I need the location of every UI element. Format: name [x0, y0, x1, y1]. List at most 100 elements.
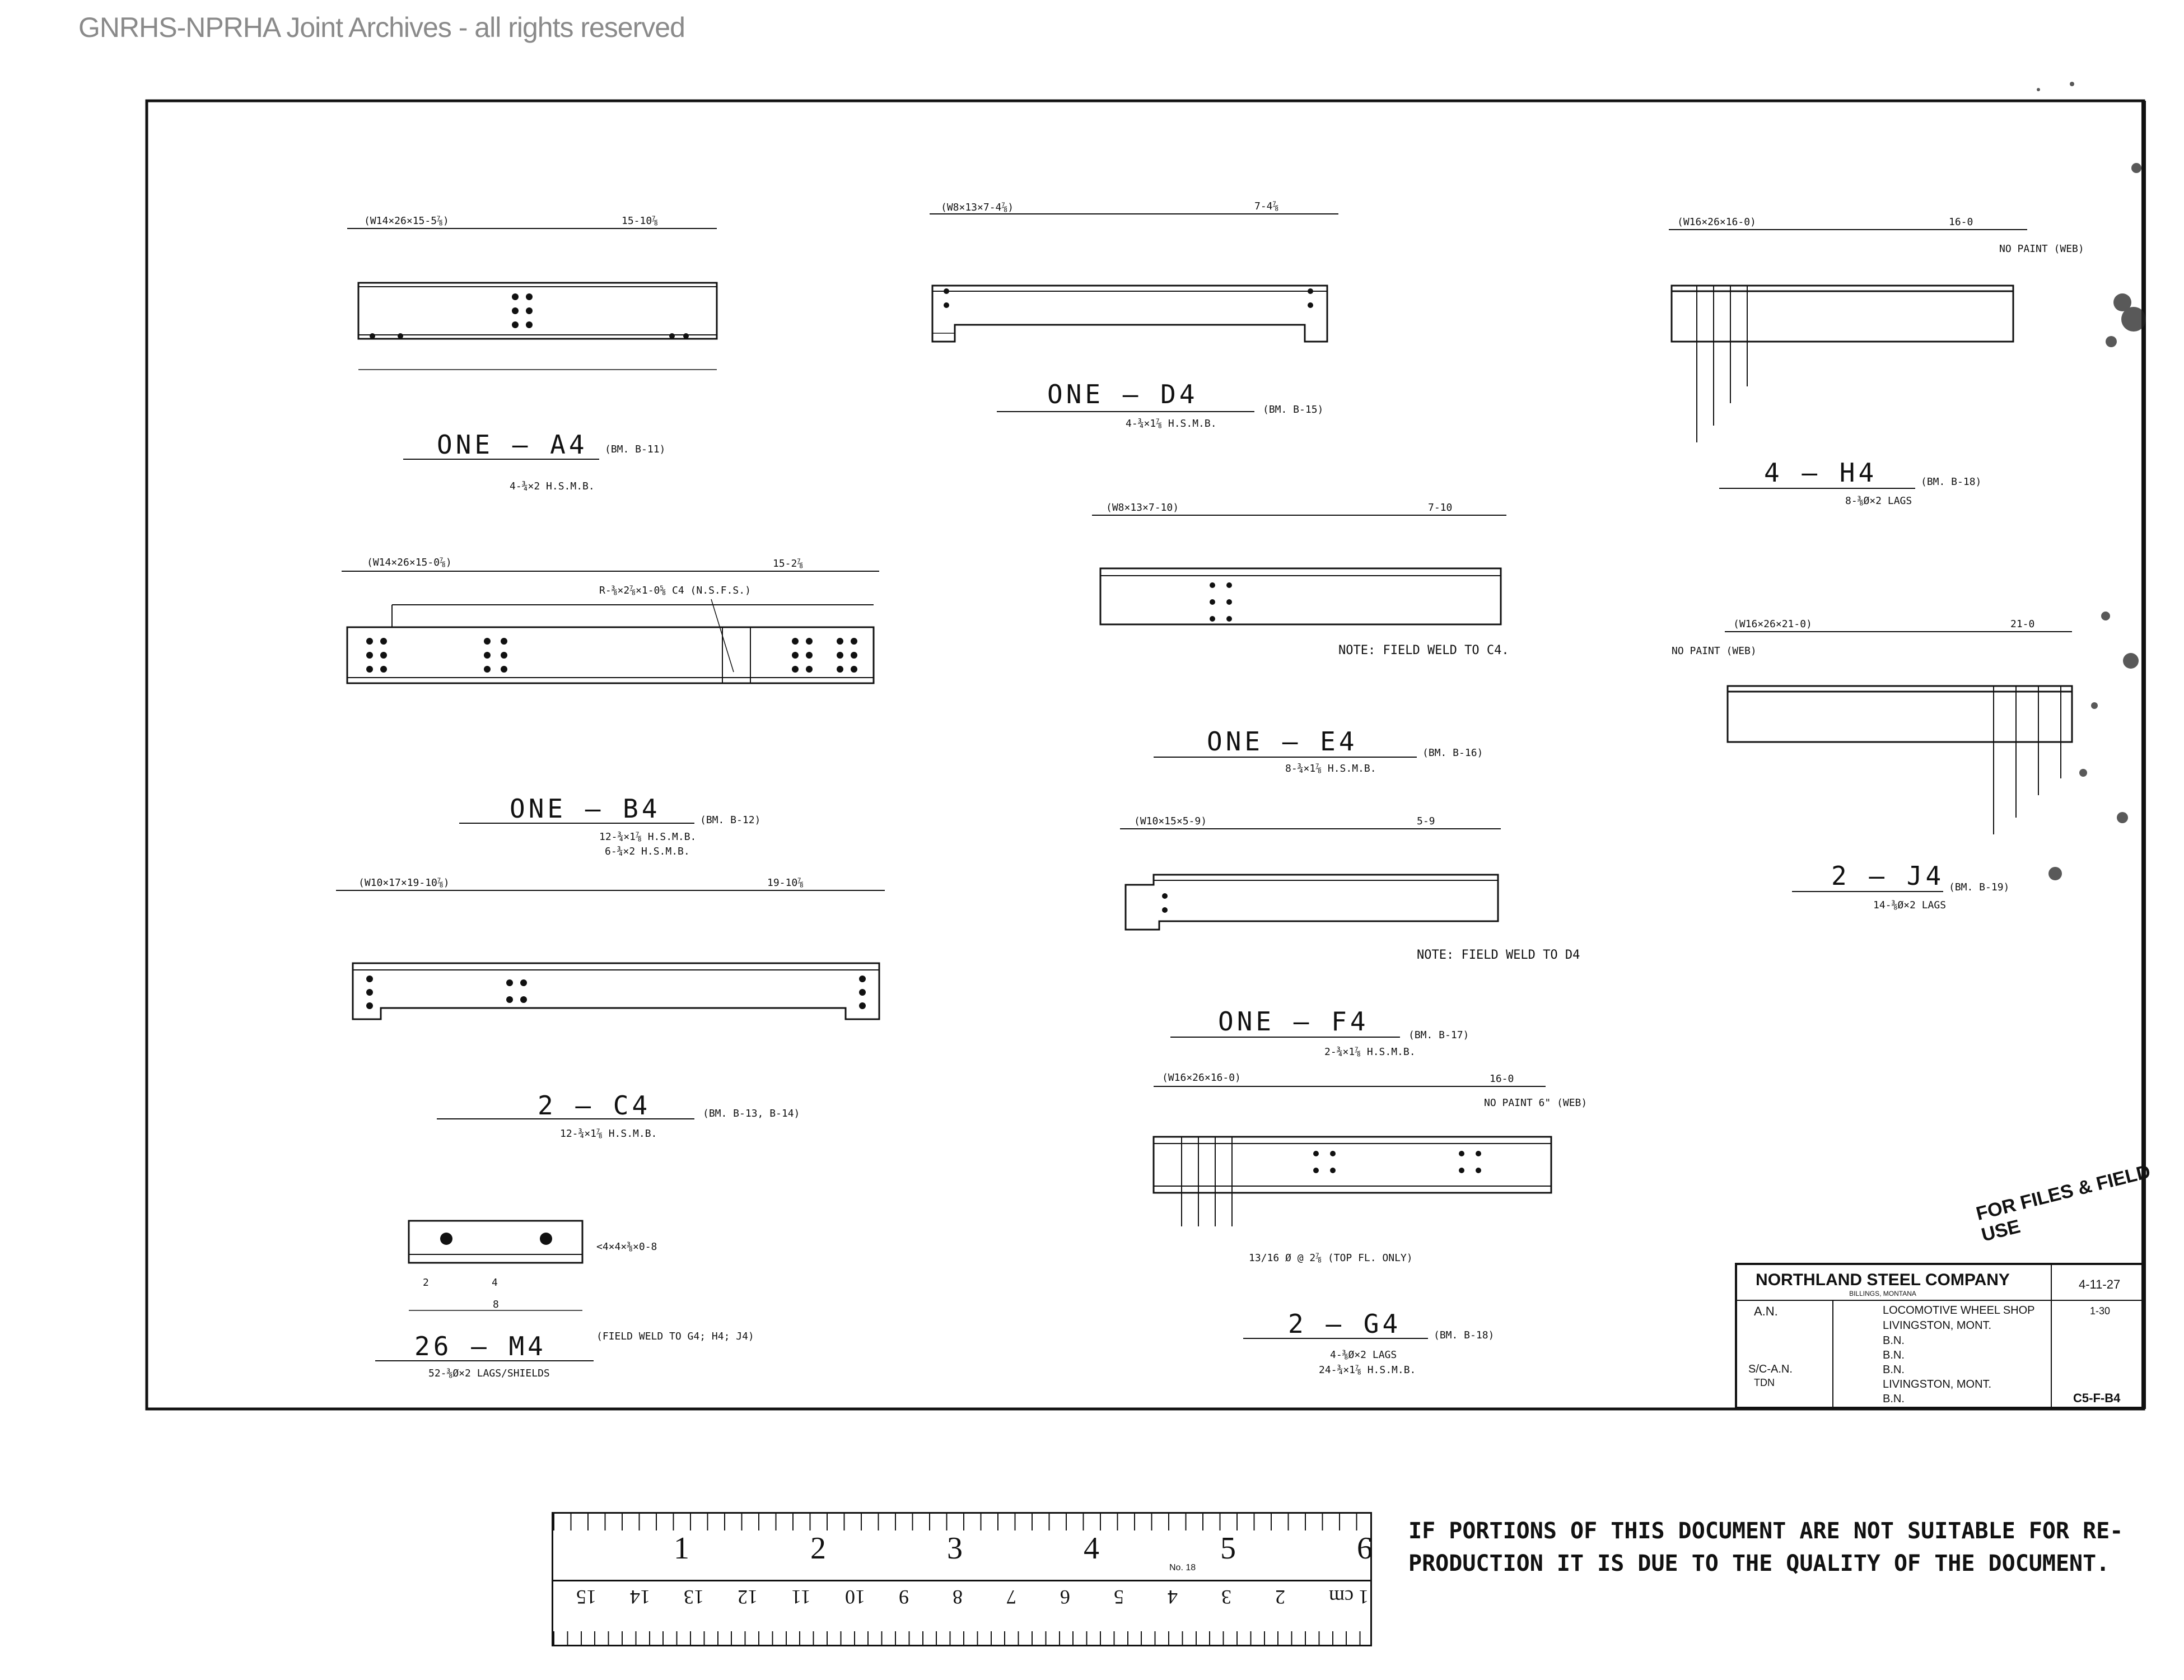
part-h4: (W16×26×16-0) 16-0 NO PAINT (WEB) 4 — H4…	[1669, 216, 2084, 507]
part-j4: (W16×26×21-0) 21-0 NO PAINT (WEB) 2 — J4…	[1672, 618, 2073, 911]
svg-text:ONE — F4: ONE — F4	[1218, 1006, 1369, 1037]
svg-text:(BM. B-16): (BM. B-16)	[1422, 747, 1483, 759]
svg-text:(BM. B-18): (BM. B-18)	[1434, 1329, 1494, 1341]
inch-label: 4	[1084, 1531, 1099, 1566]
part-e4: (W8×13×7-10) 7-10 NOTE: FIELD WELD TO C4…	[1092, 502, 1509, 774]
svg-text:21-0: 21-0	[2010, 618, 2034, 630]
svg-text:ONE — D4: ONE — D4	[1047, 379, 1198, 409]
svg-text:NO PAINT (WEB): NO PAINT (WEB)	[1672, 645, 1757, 657]
ruler-model: No. 18	[1169, 1563, 1196, 1572]
part-b4: (W14×26×15-0⅞) 15-2⅞ R-⅜×2⅞×1-0⅝ C4 (N.S…	[342, 557, 879, 857]
svg-text:7-4⅞: 7-4⅞	[1254, 200, 1278, 212]
cm-label: 9	[899, 1586, 909, 1608]
architect: B.N.	[1883, 1364, 1905, 1376]
svg-text:16-0: 16-0	[1949, 216, 1973, 228]
svg-text:(W10×15×5-9): (W10×15×5-9)	[1134, 815, 1207, 827]
cm-label: 3	[1221, 1586, 1231, 1608]
company-name: NORTHLAND STEEL COMPANY	[1756, 1271, 2010, 1289]
svg-text:8-⅜Ø×2 LAGS: 8-⅜Ø×2 LAGS	[1845, 495, 1912, 507]
date-secondary: 1-30	[2090, 1305, 2111, 1317]
svg-text:(W14×26×15-5⅞): (W14×26×15-5⅞)	[364, 215, 449, 227]
inch-label: 2	[810, 1531, 826, 1566]
inch-label: 3	[947, 1531, 963, 1566]
sheet-number: C5-F-B4	[2073, 1391, 2121, 1405]
reproduction-disclaimer: IF PORTIONS OF THIS DOCUMENT ARE NOT SUI…	[1408, 1515, 2176, 1588]
svg-text:2 — C4: 2 — C4	[538, 1090, 651, 1121]
project-city: LIVINGSTON, MONT.	[1883, 1319, 1992, 1332]
cm-label: 14	[630, 1586, 650, 1608]
svg-text:ONE — B4: ONE — B4	[510, 794, 661, 824]
engineer: B.N.	[1883, 1349, 1905, 1361]
svg-text:<4×4×⅜×0-8: <4×4×⅜×0-8	[596, 1241, 657, 1253]
svg-text:R-⅜×2⅞×1-0⅝ C4 (N.S.F.S.): R-⅜×2⅞×1-0⅝ C4 (N.S.F.S.)	[599, 585, 751, 596]
svg-text:(BM. B-15): (BM. B-15)	[1263, 404, 1323, 416]
inch-label: 5	[1220, 1531, 1236, 1566]
svg-text:5-9: 5-9	[1417, 815, 1435, 827]
svg-text:12-¾×1⅞ H.S.M.B.: 12-¾×1⅞ H.S.M.B.	[560, 1128, 657, 1140]
svg-text:8-¾×1⅞ H.S.M.B.: 8-¾×1⅞ H.S.M.B.	[1285, 763, 1376, 774]
svg-text:13/16 Ø @ 2⅞ (TOP FL. ONLY): 13/16 Ø @ 2⅞ (TOP FL. ONLY)	[1249, 1252, 1413, 1264]
svg-text:NO PAINT 6" (WEB): NO PAINT 6" (WEB)	[1484, 1097, 1587, 1109]
svg-text:(W8×13×7-10): (W8×13×7-10)	[1106, 502, 1179, 514]
svg-text:2: 2	[423, 1277, 429, 1289]
cm-label: 6	[1060, 1586, 1070, 1608]
svg-text:2 — J4: 2 — J4	[1831, 861, 1944, 891]
part-m4: <4×4×⅜×0-8 2 4 8 26 — M4 (FIELD WELD TO …	[375, 1220, 754, 1379]
inch-label: 6	[1357, 1531, 1373, 1566]
svg-text:(W10×17×19-10⅞): (W10×17×19-10⅞)	[358, 877, 450, 889]
cm-label: 1 cm	[1329, 1586, 1369, 1608]
title-block: NORTHLAND STEEL COMPANY BILLINGS, MONTAN…	[1735, 1263, 2144, 1409]
svg-text:(W16×26×21-0): (W16×26×21-0)	[1733, 618, 1812, 630]
part-f4: (W10×15×5-9) 5-9 NOTE: FIELD WELD TO D4 …	[1120, 815, 1580, 1058]
drawn-by: A.N.	[1754, 1304, 1778, 1318]
svg-text:14-⅜Ø×2 LAGS: 14-⅜Ø×2 LAGS	[1873, 899, 1946, 911]
scan-noise	[2037, 82, 2146, 880]
approved-by: TDN	[1754, 1377, 1775, 1388]
svg-text:NO PAINT (WEB): NO PAINT (WEB)	[1999, 243, 2084, 255]
svg-text:(BM. B-12): (BM. B-12)	[700, 814, 760, 826]
svg-text:ONE — A4: ONE — A4	[437, 430, 588, 460]
svg-text:6-¾×2 H.S.M.B.: 6-¾×2 H.S.M.B.	[605, 846, 690, 857]
cm-label: 5	[1114, 1586, 1124, 1608]
date: 4-11-27	[2079, 1277, 2121, 1291]
owner: B.N.	[1883, 1334, 1905, 1347]
svg-text:NOTE: FIELD WELD TO C4.: NOTE: FIELD WELD TO C4.	[1338, 643, 1509, 657]
place: LIVINGSTON, MONT.	[1883, 1378, 1992, 1390]
svg-text:16-0: 16-0	[1490, 1073, 1514, 1085]
company-location: BILLINGS, MONTANA	[1849, 1290, 1916, 1298]
part-d4: (W8×13×7-4⅞) 7-4⅞ ONE — D4 (BM. B-15) 4-…	[930, 200, 1338, 430]
disclaimer-line-1: IF PORTIONS OF THIS DOCUMENT ARE NOT SUI…	[1408, 1518, 2124, 1544]
svg-text:4-⅜Ø×2 LAGS: 4-⅜Ø×2 LAGS	[1330, 1349, 1397, 1361]
svg-text:(BM. B-18): (BM. B-18)	[1921, 476, 1981, 488]
svg-text:(W14×26×15-0⅞): (W14×26×15-0⅞)	[367, 557, 452, 568]
svg-text:4-¾×1⅞ H.S.M.B.: 4-¾×1⅞ H.S.M.B.	[1126, 418, 1217, 430]
cm-label: 4	[1168, 1586, 1178, 1608]
svg-text:12-¾×1⅞ H.S.M.B.: 12-¾×1⅞ H.S.M.B.	[599, 831, 696, 843]
svg-text:4-¾×2 H.S.M.B.: 4-¾×2 H.S.M.B.	[510, 480, 595, 492]
svg-text:NOTE: FIELD WELD TO D4: NOTE: FIELD WELD TO D4	[1417, 948, 1580, 962]
svg-text:15-10⅞: 15-10⅞	[622, 215, 658, 227]
part-a4: (W14×26×15-5⅞) 15-10⅞ ONE — A4 (BM. B-11…	[347, 215, 718, 492]
sheet-border	[145, 99, 2145, 1411]
part-g4: (W16×26×16-0) 16-0 NO PAINT 6" (WEB) 13/…	[1152, 1072, 1587, 1376]
inch-label: 1	[674, 1531, 689, 1566]
cm-label: 15	[576, 1586, 596, 1608]
svg-text:15-2⅞: 15-2⅞	[773, 558, 803, 570]
svg-text:(FIELD WELD TO G4; H4; J4): (FIELD WELD TO G4; H4; J4)	[596, 1331, 754, 1342]
svg-text:19-10⅞: 19-10⅞	[767, 877, 804, 889]
cm-label: 2	[1275, 1586, 1285, 1608]
svg-text:26 — M4: 26 — M4	[414, 1331, 547, 1361]
svg-text:(BM. B-17): (BM. B-17)	[1408, 1029, 1469, 1041]
svg-text:2-¾×1⅞ H.S.M.B.: 2-¾×1⅞ H.S.M.B.	[1324, 1046, 1416, 1058]
svg-text:24-¾×1⅞ H.S.M.B.: 24-¾×1⅞ H.S.M.B.	[1319, 1364, 1416, 1376]
svg-text:2 — G4: 2 — G4	[1288, 1309, 1401, 1339]
svg-text:(BM. B-13, B-14): (BM. B-13, B-14)	[703, 1108, 800, 1119]
project-name: LOCOMOTIVE WHEEL SHOP	[1883, 1304, 2035, 1317]
svg-text:ONE — E4: ONE — E4	[1207, 726, 1358, 757]
cm-label: 11	[791, 1586, 811, 1608]
cm-label: 12	[738, 1586, 758, 1608]
checked-by: S/C-A.N.	[1748, 1363, 1793, 1375]
svg-text:4 — H4: 4 — H4	[1764, 458, 1877, 488]
